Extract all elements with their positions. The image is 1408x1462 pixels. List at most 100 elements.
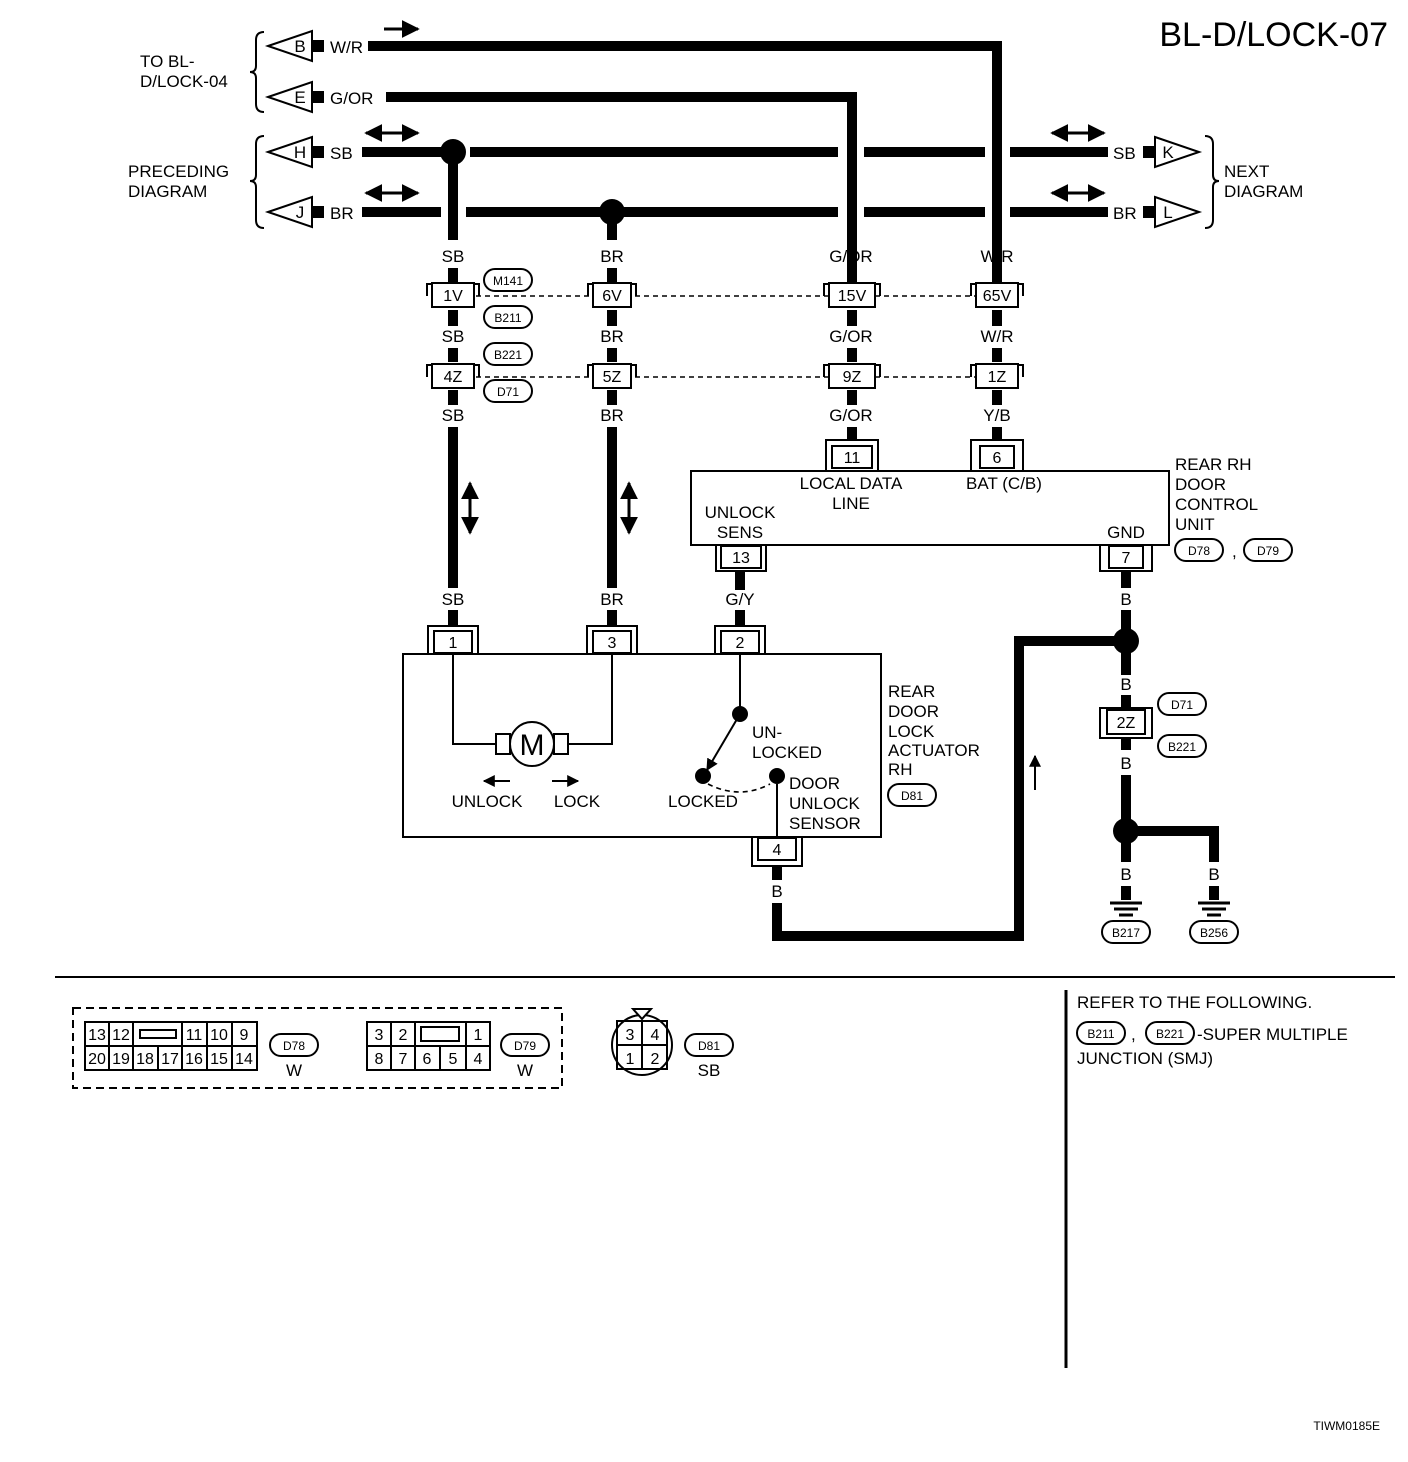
svg-text:SB: SB bbox=[442, 406, 465, 425]
to-page-label-2: D/LOCK-04 bbox=[140, 72, 228, 91]
cu-pin-11: 11 bbox=[825, 439, 879, 471]
svg-text:W/R: W/R bbox=[980, 247, 1013, 266]
ground-wiring: B B 2Z D71 B221 B B B B217 B256 bbox=[771, 571, 1239, 944]
svg-text:BAT (C/B): BAT (C/B) bbox=[966, 474, 1042, 493]
svg-text:SB: SB bbox=[442, 247, 465, 266]
connector-j: J BR bbox=[264, 195, 354, 229]
svg-text:9: 9 bbox=[240, 1027, 249, 1044]
svg-text:B: B bbox=[1120, 865, 1131, 884]
svg-text:3: 3 bbox=[626, 1027, 635, 1044]
svg-text:K: K bbox=[1162, 143, 1174, 162]
svg-text:DOOR: DOOR bbox=[888, 702, 939, 721]
svg-text:D78: D78 bbox=[1188, 544, 1210, 558]
wire-label-wr-left: W/R bbox=[330, 38, 363, 57]
next-label-1: NEXT bbox=[1224, 162, 1269, 181]
wire-b-return bbox=[772, 636, 1126, 941]
svg-text:4Z: 4Z bbox=[444, 369, 463, 386]
figure-code: TIWM0185E bbox=[1313, 1419, 1380, 1433]
wire-label-sb-right: SB bbox=[1113, 144, 1136, 163]
svg-text:W/R: W/R bbox=[980, 327, 1013, 346]
top-wires bbox=[362, 20, 1108, 282]
svg-text:2: 2 bbox=[651, 1051, 660, 1068]
svg-text:B217: B217 bbox=[1112, 926, 1140, 940]
svg-text:B221: B221 bbox=[1156, 1027, 1184, 1041]
svg-text:UN-: UN- bbox=[752, 723, 782, 742]
svg-text:BR: BR bbox=[600, 327, 624, 346]
smj-pin-4z: 4Z bbox=[426, 363, 480, 389]
svg-text:UNLOCK: UNLOCK bbox=[705, 503, 777, 522]
svg-text:B: B bbox=[771, 882, 782, 901]
svg-text:1Z: 1Z bbox=[988, 369, 1007, 386]
svg-text:6: 6 bbox=[993, 450, 1002, 467]
svg-text:M: M bbox=[520, 729, 545, 762]
code-d81: D81 bbox=[887, 783, 937, 807]
wire-label-sb-left: SB bbox=[330, 144, 353, 163]
svg-text:SB: SB bbox=[442, 327, 465, 346]
svg-text:DOOR: DOOR bbox=[1175, 475, 1226, 494]
smj-pin-1v: 1V bbox=[426, 282, 480, 308]
svg-text:W: W bbox=[517, 1061, 533, 1080]
wire-label-br-right: BR bbox=[1113, 204, 1137, 223]
svg-text:9Z: 9Z bbox=[843, 369, 862, 386]
svg-text:G/OR: G/OR bbox=[829, 406, 872, 425]
svg-text:D78: D78 bbox=[283, 1039, 305, 1053]
preceding-label-2: DIAGRAM bbox=[128, 182, 207, 201]
svg-text:LOCK: LOCK bbox=[888, 722, 935, 741]
svg-text:19: 19 bbox=[112, 1051, 130, 1068]
control-unit: 11 6 13 7 LOCAL DATA LINE BAT (C/B) UNLO… bbox=[690, 439, 1293, 572]
code-d71: D71 bbox=[483, 379, 533, 403]
smj-pin-15v: 15V bbox=[823, 282, 881, 308]
svg-text:65V: 65V bbox=[983, 288, 1012, 305]
smj-pin-5z: 5Z bbox=[587, 363, 637, 389]
code-b217: B217 bbox=[1101, 920, 1151, 944]
svg-text:6: 6 bbox=[423, 1051, 432, 1068]
connector-h: H SB bbox=[264, 135, 353, 169]
svg-text:LOCKED: LOCKED bbox=[752, 743, 822, 762]
svg-text:B221: B221 bbox=[1168, 740, 1196, 754]
control-unit-box bbox=[690, 470, 1170, 546]
svg-text:,: , bbox=[1131, 1025, 1136, 1044]
svg-text:7: 7 bbox=[1122, 550, 1131, 567]
smj-row-1: 1V 6V 15V 65V M141 B211 bbox=[426, 268, 1024, 329]
svg-text:4: 4 bbox=[773, 842, 782, 859]
svg-text:RH: RH bbox=[888, 760, 913, 779]
wire-label-br-left: BR bbox=[330, 204, 354, 223]
svg-text:15: 15 bbox=[210, 1051, 228, 1068]
code-d71-ground: D71 bbox=[1157, 692, 1207, 716]
smj-pin-1z: 1Z bbox=[970, 363, 1024, 389]
next-label-2: DIAGRAM bbox=[1224, 182, 1303, 201]
svg-text:LOCAL DATA: LOCAL DATA bbox=[800, 474, 903, 493]
svg-text:UNLOCK: UNLOCK bbox=[452, 792, 524, 811]
act-pin-2: 2 bbox=[714, 625, 766, 654]
svg-text:GND: GND bbox=[1107, 523, 1145, 542]
svg-text:5: 5 bbox=[449, 1051, 458, 1068]
svg-text:B: B bbox=[294, 37, 305, 56]
svg-text:D81: D81 bbox=[901, 789, 923, 803]
svg-text:LINE: LINE bbox=[832, 494, 870, 513]
brace-preceding bbox=[249, 135, 265, 229]
svg-text:16: 16 bbox=[185, 1051, 203, 1068]
code-b256: B256 bbox=[1189, 920, 1239, 944]
junction-2z: 2Z bbox=[1099, 707, 1153, 739]
svg-text:12: 12 bbox=[112, 1027, 130, 1044]
code-b221-ground: B221 bbox=[1157, 734, 1207, 758]
svg-text:CONTROL: CONTROL bbox=[1175, 495, 1258, 514]
svg-text:REFER TO THE FOLLOWING.: REFER TO THE FOLLOWING. bbox=[1077, 993, 1312, 1012]
svg-text:G/OR: G/OR bbox=[829, 247, 872, 266]
refer-note: REFER TO THE FOLLOWING. B211 , B221 -SUP… bbox=[1076, 993, 1348, 1068]
wire-wr-top bbox=[368, 41, 1002, 282]
svg-text:M141: M141 bbox=[493, 274, 523, 288]
svg-text:G/OR: G/OR bbox=[829, 327, 872, 346]
svg-text:Y/B: Y/B bbox=[983, 406, 1010, 425]
actuator-box bbox=[402, 653, 882, 838]
svg-text:2: 2 bbox=[399, 1027, 408, 1044]
svg-text:1: 1 bbox=[449, 635, 458, 652]
svg-text:4: 4 bbox=[651, 1027, 660, 1044]
svg-text:13: 13 bbox=[88, 1027, 106, 1044]
svg-text:D79: D79 bbox=[514, 1039, 536, 1053]
svg-text:6V: 6V bbox=[602, 288, 622, 305]
svg-text:B: B bbox=[1120, 675, 1131, 694]
code-d78: D78 bbox=[1174, 538, 1224, 562]
wire-gor-top bbox=[386, 92, 857, 282]
